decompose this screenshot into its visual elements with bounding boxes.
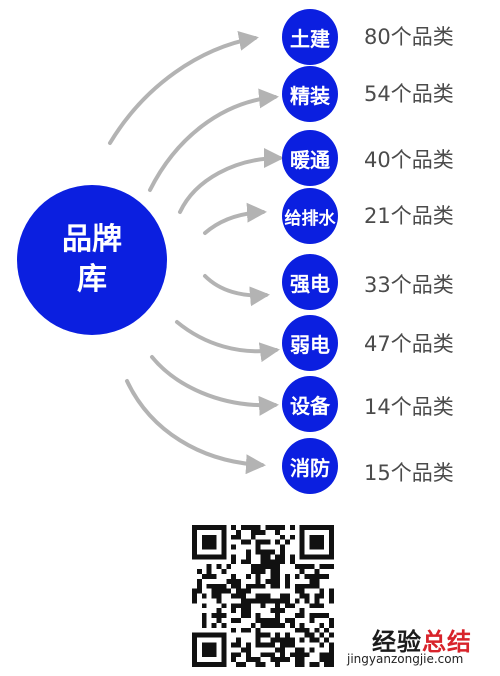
connector-arrow <box>175 320 280 363</box>
category-label: 弱电 <box>290 332 330 357</box>
category-node-qiangdian: 强电 <box>282 254 338 310</box>
category-count: 33个品类 <box>364 273 454 297</box>
category-count: 54个品类 <box>364 82 454 106</box>
category-count: 47个品类 <box>364 332 454 356</box>
qr-code-image <box>192 525 334 667</box>
category-label: 精装 <box>290 83 330 108</box>
category-node-ruodian: 弱电 <box>282 315 338 371</box>
connector-arrow <box>203 202 267 235</box>
category-node-shebei: 设备 <box>282 376 338 432</box>
category-label: 设备 <box>290 393 330 418</box>
connector-arrow <box>178 148 284 214</box>
category-label: 暖通 <box>290 147 330 172</box>
connector-arrow <box>203 274 270 307</box>
category-node-nuantong: 暖通 <box>282 130 338 186</box>
category-label: 土建 <box>290 26 330 51</box>
connector-arrow <box>150 355 279 416</box>
hub-label: 品牌库 <box>62 222 122 297</box>
category-node-geipaishui: 给排水 <box>282 188 338 244</box>
category-label: 给排水 <box>284 208 336 229</box>
category-count: 21个品类 <box>364 204 454 228</box>
hub-node: 品牌库 <box>17 185 167 335</box>
connector-arrow <box>148 88 279 192</box>
watermark-url: jingyanzongjie.com <box>347 652 464 666</box>
category-count: 40个品类 <box>364 148 454 172</box>
category-count: 14个品类 <box>364 395 454 419</box>
category-count: 15个品类 <box>364 461 454 485</box>
category-label: 强电 <box>290 271 330 296</box>
connector-arrow <box>108 31 259 145</box>
watermark-title: 经验总结 <box>372 622 472 657</box>
watermark-title-accent: 总结 <box>422 628 472 656</box>
watermark-title-main: 经验 <box>372 628 422 656</box>
category-node-jingzhuang: 精装 <box>282 66 338 122</box>
category-node-tujian: 土建 <box>282 9 338 65</box>
connector-arrow <box>125 379 266 475</box>
category-count: 80个品类 <box>364 25 454 49</box>
category-node-xiaofang: 消防 <box>282 438 338 494</box>
category-label: 消防 <box>290 455 330 480</box>
